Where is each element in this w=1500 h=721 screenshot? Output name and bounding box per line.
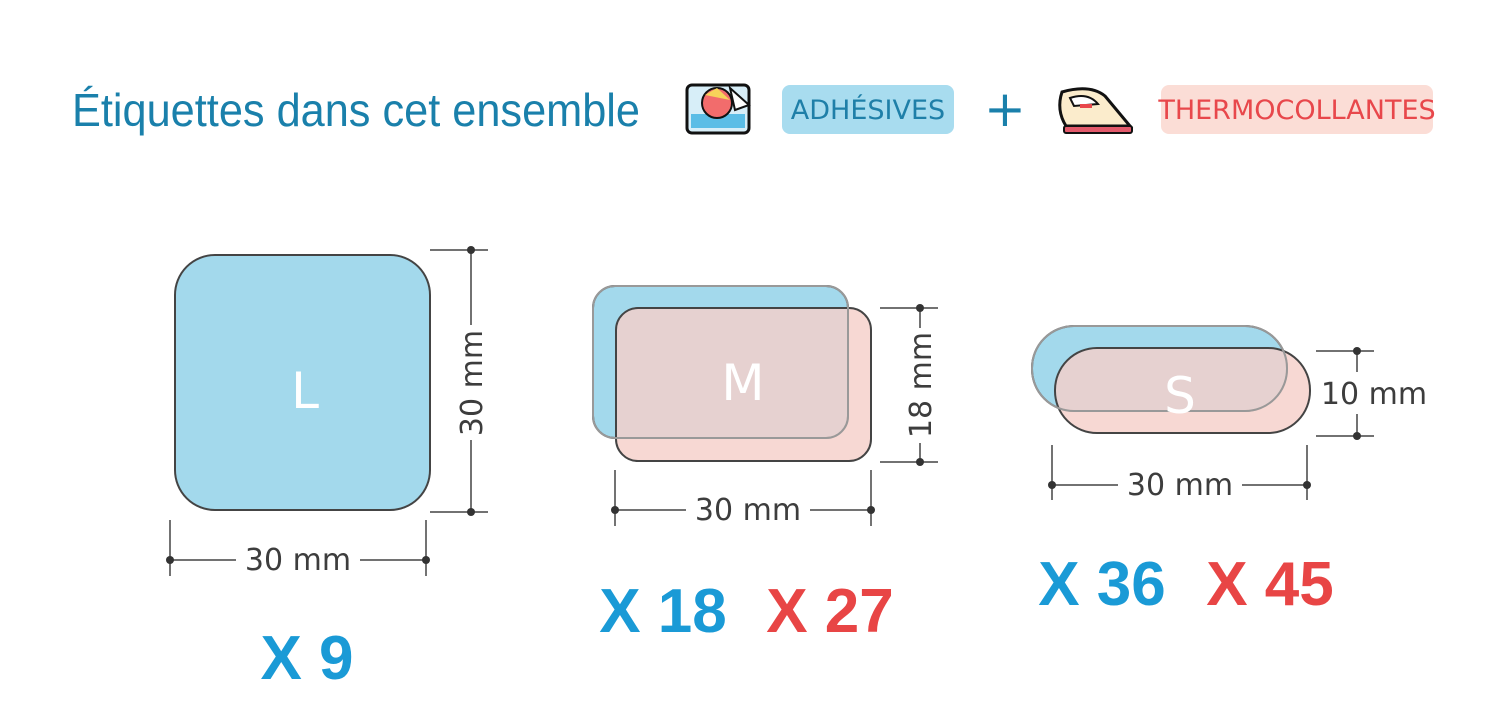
adhesive-count-m: X 18 bbox=[599, 577, 727, 646]
thermo-badge-label: THERMOCOLLANTES bbox=[1157, 95, 1435, 126]
adhesive-badge bbox=[782, 85, 954, 134]
size-label-m: M bbox=[721, 354, 764, 412]
height-dimension-l: 30 mm bbox=[455, 330, 490, 436]
thermo-count-s: X 45 bbox=[1206, 550, 1334, 619]
adhesive-count-l: X 9 bbox=[260, 624, 353, 693]
adhesive-label-shape-l bbox=[174, 254, 431, 511]
height-dimension-s: 10 mm bbox=[1321, 377, 1427, 412]
adhesive-count-s: X 36 bbox=[1038, 550, 1166, 619]
thermo-badge bbox=[1161, 85, 1433, 134]
size-label-s: S bbox=[1164, 367, 1196, 425]
iron-icon bbox=[1058, 87, 1134, 134]
sticker-peel-icon bbox=[685, 83, 751, 135]
thermo-count-m: X 27 bbox=[766, 577, 894, 646]
width-dimension-s: 30 mm bbox=[1127, 468, 1233, 503]
size-label-l: L bbox=[291, 362, 319, 420]
adhesive-badge-label: ADHÉSIVES bbox=[791, 94, 945, 126]
height-dimension-m: 18 mm bbox=[904, 332, 939, 438]
width-dimension-l: 30 mm bbox=[245, 543, 351, 578]
size-m-group: M 18 mm 30 mm X 18 X 27 bbox=[592, 285, 939, 646]
size-s-group: S 10 mm 30 mm X 36 X 45 bbox=[1031, 325, 1427, 619]
thermo-label-shape-m bbox=[615, 307, 872, 462]
page-title: Étiquettes dans cet ensemble bbox=[72, 84, 640, 136]
size-l-group: L 30 mm 30 mm X 9 bbox=[174, 254, 490, 693]
plus-sign: + bbox=[984, 80, 1026, 138]
width-dimension-m: 30 mm bbox=[695, 493, 801, 528]
